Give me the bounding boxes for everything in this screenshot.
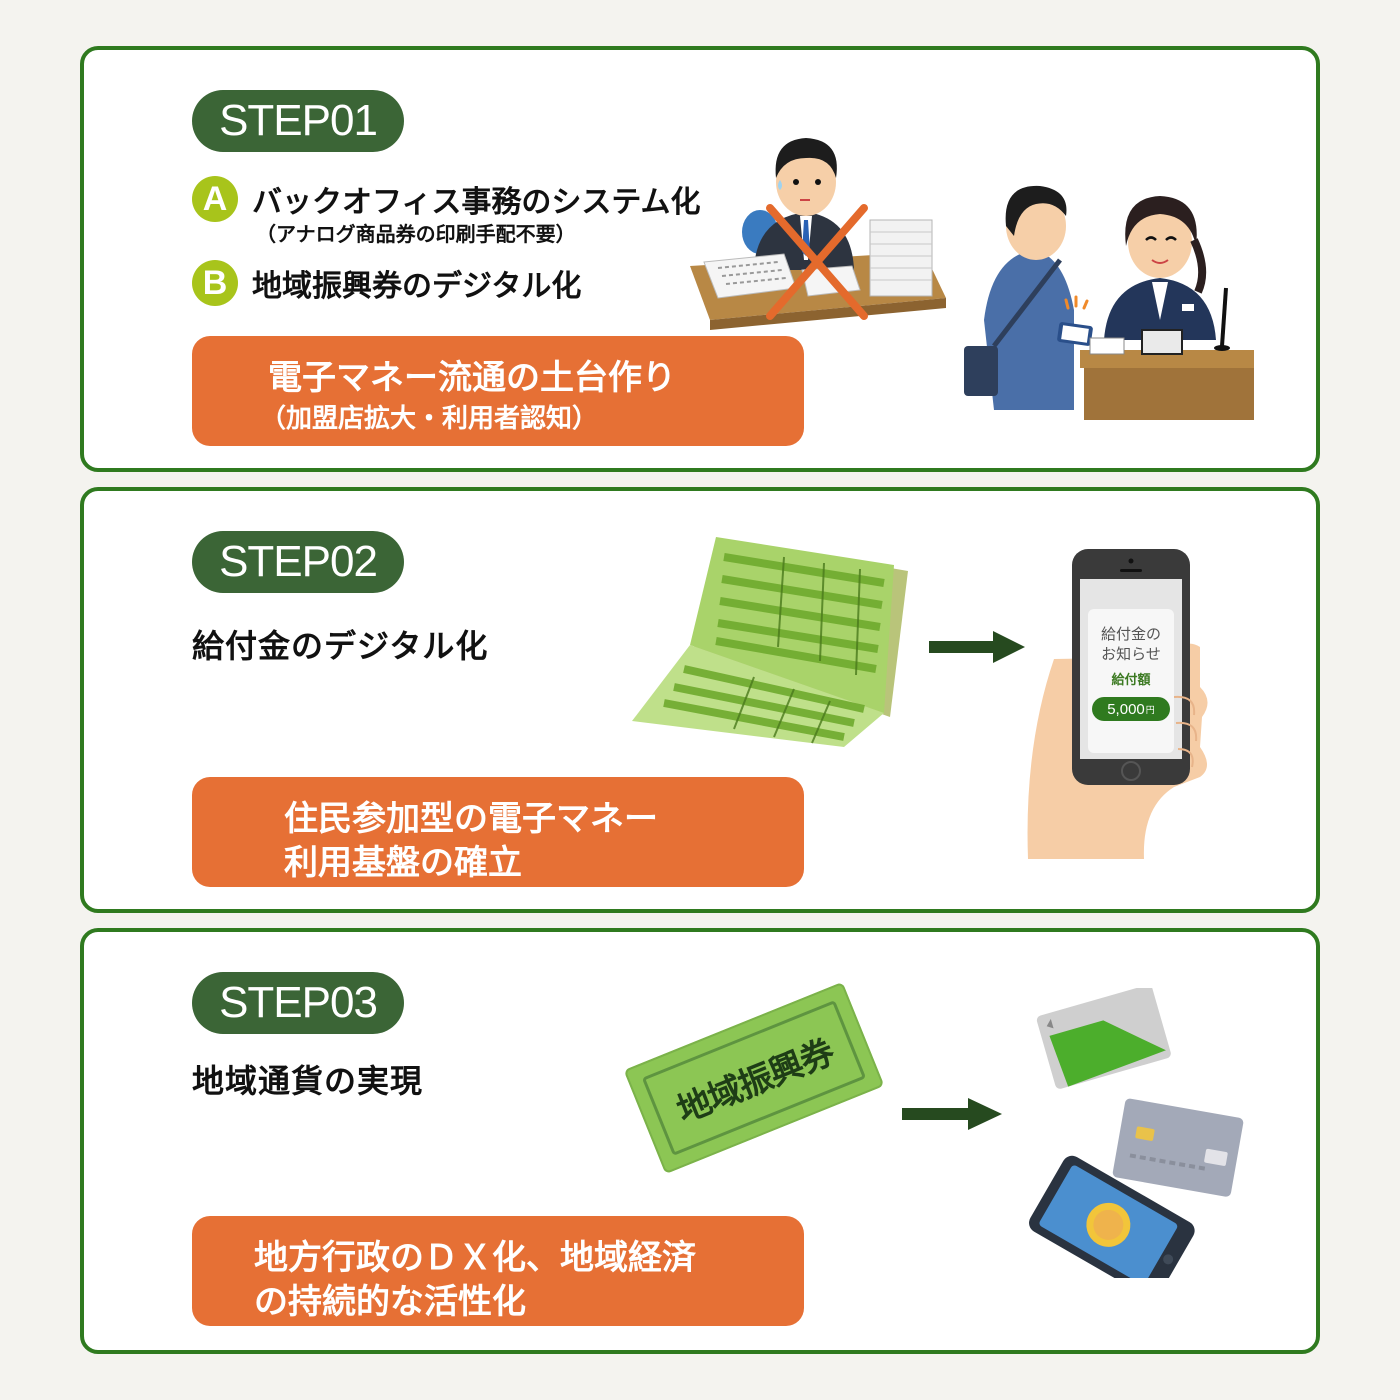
item-a-text: バックオフィス事務のシステム化 bbox=[252, 185, 701, 220]
result-box: 地方行政のＤＸ化、地域経済 の持続的な活性化 bbox=[192, 1216, 804, 1326]
passbook-icon bbox=[632, 537, 908, 747]
step-heading: 地域通貨の実現 bbox=[192, 1062, 424, 1100]
step-heading: 給付金のデジタル化 bbox=[192, 627, 489, 665]
item-a-subtext: （アナログ商品券の印刷手配不要） bbox=[256, 222, 576, 246]
result-line-2: （加盟店拡大・利用者認知） bbox=[260, 404, 599, 434]
credit-card-icon bbox=[1112, 1098, 1244, 1197]
result-line-1: 住民参加型の電子マネー bbox=[284, 799, 658, 839]
result-box: 電子マネー流通の土台作り （加盟店拡大・利用者認知） bbox=[192, 336, 804, 446]
phone-screen: 給付金の お知らせ 給付額 5,000 円 bbox=[1088, 609, 1174, 753]
list-item-b: B 地域振興券のデジタル化 bbox=[192, 260, 581, 306]
phone-amount-pill: 5,000 円 bbox=[1092, 697, 1170, 721]
cashless-payment-icons bbox=[1029, 988, 1244, 1278]
phone-title-line-2: お知らせ bbox=[1101, 645, 1161, 663]
letter-badge-a: A bbox=[192, 176, 238, 222]
phone-currency: 円 bbox=[1145, 705, 1155, 716]
phone-amount-label: 給付額 bbox=[1111, 673, 1151, 688]
result-line-2: の持続的な活性化 bbox=[254, 1282, 526, 1322]
result-line-1: 電子マネー流通の土台作り bbox=[268, 358, 676, 398]
voucher-text: 地域振興券 bbox=[671, 1031, 840, 1131]
phone-title-line-1: 給付金の bbox=[1100, 625, 1161, 643]
arrow-right-icon bbox=[902, 1098, 1002, 1130]
step-badge: STEP03 bbox=[192, 972, 404, 1034]
item-b-text: 地域振興券のデジタル化 bbox=[252, 269, 582, 304]
result-box: 住民参加型の電子マネー 利用基盤の確立 bbox=[192, 777, 804, 887]
step-badge: STEP02 bbox=[192, 531, 404, 593]
phone-in-hand-illustration: 給付金の お知らせ 給付額 5,000 円 bbox=[1024, 547, 1214, 859]
step-badge: STEP01 bbox=[192, 90, 404, 152]
list-item-a: A バックオフィス事務のシステム化 bbox=[192, 176, 701, 222]
result-line-2: 利用基盤の確立 bbox=[284, 843, 522, 883]
phone-amount: 5,000 bbox=[1107, 700, 1145, 718]
step-03-card: STEP03 地域通貨の実現 地方行政のＤＸ化、地域経済 の持続的な活性化 地域… bbox=[80, 928, 1320, 1354]
step-02-card: STEP02 給付金のデジタル化 住民参加型の電子マネー 利用基盤の確立 bbox=[80, 487, 1320, 913]
step-01-card: STEP01 A バックオフィス事務のシステム化 （アナログ商品券の印刷手配不要… bbox=[80, 46, 1320, 472]
office-worker-crossed-icon bbox=[690, 138, 946, 330]
letter-badge-b: B bbox=[192, 260, 238, 306]
counter-payment-icon bbox=[964, 185, 1254, 420]
voucher-border: 地域振興券 bbox=[641, 1000, 867, 1156]
arrow-right-icon bbox=[929, 631, 1025, 663]
result-line-1: 地方行政のＤＸ化、地域経済 bbox=[254, 1238, 696, 1278]
smartphone-coin-icon bbox=[1029, 1155, 1195, 1278]
voucher-illustration: 地域振興券 bbox=[623, 981, 885, 1175]
ic-card-icon bbox=[1036, 988, 1171, 1089]
